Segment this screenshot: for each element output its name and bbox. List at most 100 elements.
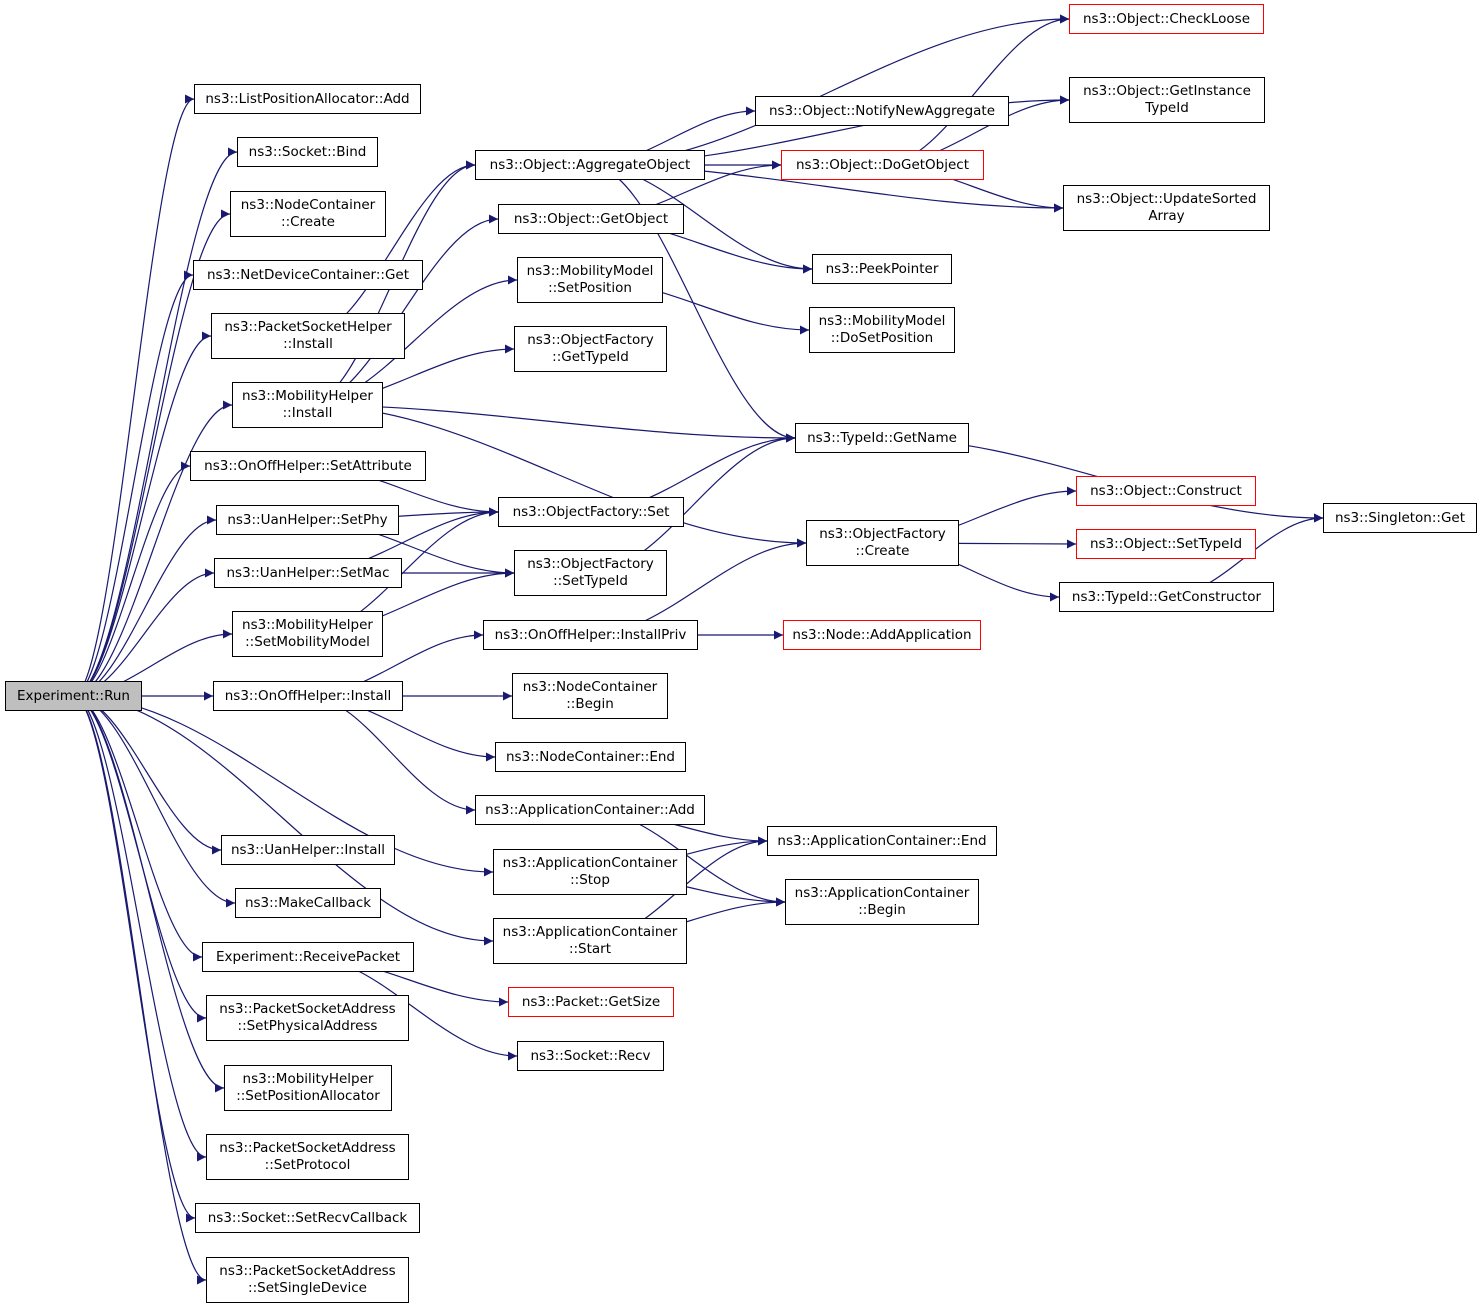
node-label-line: ns3::Socket::SetRecvCallback: [207, 1209, 408, 1226]
node-label-line: ns3::ObjectFactory: [527, 556, 654, 572]
node-mobility-model-setposition[interactable]: ns3::MobilityModel::SetPosition: [517, 257, 663, 303]
node-label-line: ns3::Object::Construct: [1090, 482, 1242, 499]
node-packet-socket-address-setphysicaladdress[interactable]: ns3::PacketSocketAddress::SetPhysicalAdd…: [206, 995, 409, 1041]
node-label-line: ::Install: [283, 336, 333, 352]
node-make-callback[interactable]: ns3::MakeCallback: [235, 888, 381, 918]
node-socket-recv[interactable]: ns3::Socket::Recv: [517, 1041, 664, 1071]
node-label-line: ::DoSetPosition: [830, 330, 934, 346]
node-application-container-begin[interactable]: ns3::ApplicationContainer::Begin: [785, 879, 979, 925]
node-mobility-helper-install[interactable]: ns3::MobilityHelper::Install: [232, 382, 383, 428]
node-label-line: ns3::Node::AddApplication: [792, 626, 972, 643]
call-edge-run-to-mh_setpa: [73, 695, 225, 1093]
node-label-line: ns3::Object::CheckLoose: [1082, 10, 1250, 27]
node-object-notifynewaggregate[interactable]: ns3::Object::NotifyNewAggregate: [755, 96, 1009, 126]
node-label-line: Experiment::ReceivePacket: [215, 948, 401, 965]
node-label-line: ns3::ApplicationContainer::Add: [485, 801, 695, 818]
node-experiment-run[interactable]: Experiment::Run: [5, 681, 142, 711]
node-label-line: ns3::NodeContainer::End: [506, 748, 675, 765]
node-label-line: ns3::ObjectFactory: [527, 332, 654, 348]
node-object-getobject[interactable]: ns3::Object::GetObject: [498, 204, 684, 234]
node-uan-helper-install[interactable]: ns3::UanHelper::Install: [221, 835, 395, 865]
node-label-line: ::Create: [855, 543, 910, 559]
node-object-checkloose[interactable]: ns3::Object::CheckLoose: [1069, 4, 1264, 34]
node-object-factory-settypeid[interactable]: ns3::ObjectFactory::SetTypeId: [514, 550, 667, 596]
node-label-line: ns3::PacketSocketAddress: [219, 1001, 396, 1017]
node-socket-bind[interactable]: ns3::Socket::Bind: [237, 137, 378, 167]
call-edge-run-to-psh_install: [73, 331, 212, 697]
node-peekpointer[interactable]: ns3::PeekPointer: [812, 254, 952, 284]
node-experiment-receivepacket[interactable]: Experiment::ReceivePacket: [202, 942, 414, 972]
node-label-line: ::SetPosition: [548, 280, 632, 296]
node-net-device-container-get[interactable]: ns3::NetDeviceContainer::Get: [193, 260, 423, 290]
node-node-container-create[interactable]: ns3::NodeContainer::Create: [230, 191, 386, 237]
node-label-line: ns3::Object::DoGetObject: [795, 156, 970, 173]
node-label-line: ::Begin: [858, 902, 906, 918]
node-label-line: ns3::ObjectFactory::Set: [512, 503, 670, 520]
node-label-line: ns3::MobilityHelper: [242, 1071, 374, 1087]
node-label-line: Experiment::Run: [17, 687, 130, 704]
node-label-line: ns3::ApplicationContainer: [794, 885, 970, 901]
node-typeid-getconstructor[interactable]: ns3::TypeId::GetConstructor: [1059, 582, 1274, 612]
node-label-line: ::SetPositionAllocator: [236, 1088, 380, 1104]
node-label-line: ::SetPhysicalAddress: [237, 1018, 378, 1034]
node-onoff-helper-setattribute[interactable]: ns3::OnOffHelper::SetAttribute: [190, 451, 426, 481]
node-application-container-add[interactable]: ns3::ApplicationContainer::Add: [475, 795, 705, 825]
node-label-line: TypeId: [1145, 100, 1189, 116]
node-packet-socket-address-setsingledevice[interactable]: ns3::PacketSocketAddress::SetSingleDevic…: [206, 1257, 409, 1303]
node-label-line: ns3::Socket::Recv: [530, 1047, 651, 1064]
node-label-line: ns3::ApplicationContainer: [502, 855, 678, 871]
node-node-container-begin[interactable]: ns3::NodeContainer::Begin: [512, 673, 668, 719]
node-typeid-getname[interactable]: ns3::TypeId::GetName: [795, 423, 969, 453]
node-label-line: ns3::MobilityHelper: [242, 617, 373, 633]
node-node-addapplication[interactable]: ns3::Node::AddApplication: [783, 620, 981, 650]
node-mobility-model-dosetposition[interactable]: ns3::MobilityModel::DoSetPosition: [809, 307, 955, 353]
call-edge-run-to-ooh_setattr: [73, 461, 191, 697]
node-label-line: ns3::ApplicationContainer: [502, 924, 678, 940]
node-label-line: ns3::PacketSocketAddress: [219, 1263, 396, 1279]
node-object-factory-gettypeid[interactable]: ns3::ObjectFactory::GetTypeId: [514, 326, 667, 372]
node-label-line: ns3::TypeId::GetConstructor: [1071, 588, 1262, 605]
call-edge-run-to-lpa_add: [73, 94, 195, 697]
node-label-line: ::Start: [568, 941, 612, 957]
node-label-line: ns3::UanHelper::SetPhy: [227, 511, 388, 528]
node-node-container-end[interactable]: ns3::NodeContainer::End: [495, 742, 686, 772]
node-application-container-stop[interactable]: ns3::ApplicationContainer::Stop: [493, 849, 687, 895]
node-packet-socket-address-setprotocol[interactable]: ns3::PacketSocketAddress::SetProtocol: [206, 1134, 409, 1180]
call-edge-run-to-socket_setrecvcb: [73, 695, 196, 1223]
node-onoff-helper-install[interactable]: ns3::OnOffHelper::Install: [213, 681, 403, 711]
node-packet-socket-helper-install[interactable]: ns3::PacketSocketHelper::Install: [211, 313, 405, 359]
node-object-construct[interactable]: ns3::Object::Construct: [1076, 476, 1256, 506]
call-edge-mh_install-to-obj_getobject: [307, 214, 499, 406]
node-label-line: ns3::Object::SetTypeId: [1089, 535, 1243, 552]
node-application-container-start[interactable]: ns3::ApplicationContainer::Start: [493, 918, 687, 964]
node-uan-helper-setphy[interactable]: ns3::UanHelper::SetPhy: [216, 505, 399, 535]
call-edge-obj_dogetobject-to-obj_checkloose: [882, 14, 1070, 166]
node-label-line: ::SetMobilityModel: [245, 634, 370, 650]
node-application-container-end[interactable]: ns3::ApplicationContainer::End: [767, 826, 997, 856]
node-onoff-helper-installpriv[interactable]: ns3::OnOffHelper::InstallPriv: [483, 620, 698, 650]
node-label-line: ns3::NodeContainer: [240, 197, 376, 213]
node-object-settypeid[interactable]: ns3::Object::SetTypeId: [1076, 529, 1256, 559]
node-label-line: ns3::Singleton::Get: [1334, 509, 1466, 526]
node-label-line: ::SetProtocol: [264, 1157, 351, 1173]
node-object-factory-set[interactable]: ns3::ObjectFactory::Set: [498, 497, 684, 527]
node-label-line: ns3::NodeContainer: [522, 679, 658, 695]
node-label-line: ns3::MobilityModel: [818, 313, 946, 329]
node-list-position-allocator-add[interactable]: ns3::ListPositionAllocator::Add: [194, 84, 421, 114]
node-label-line: ns3::MobilityHelper: [242, 388, 373, 404]
node-socket-setrecvcallback[interactable]: ns3::Socket::SetRecvCallback: [195, 1203, 420, 1233]
node-singleton-get[interactable]: ns3::Singleton::Get: [1323, 503, 1477, 533]
node-mobility-helper-setmobilitymodel[interactable]: ns3::MobilityHelper::SetMobilityModel: [232, 611, 383, 657]
node-mobility-helper-setpositionallocator[interactable]: ns3::MobilityHelper::SetPositionAllocato…: [224, 1065, 392, 1111]
node-object-aggregateobject[interactable]: ns3::Object::AggregateObject: [475, 150, 705, 180]
node-packet-getsize[interactable]: ns3::Packet::GetSize: [508, 987, 674, 1017]
call-edge-ooh_install-to-ac_add: [307, 695, 476, 815]
node-object-dogetobject[interactable]: ns3::Object::DoGetObject: [781, 150, 984, 180]
node-label-line: ns3::MobilityModel: [526, 263, 654, 279]
node-object-factory-create[interactable]: ns3::ObjectFactory::Create: [806, 520, 959, 566]
node-label-line: ns3::ObjectFactory: [819, 526, 946, 542]
node-label-line: ns3::OnOffHelper::Install: [224, 687, 392, 704]
node-uan-helper-setmac[interactable]: ns3::UanHelper::SetMac: [214, 558, 402, 588]
